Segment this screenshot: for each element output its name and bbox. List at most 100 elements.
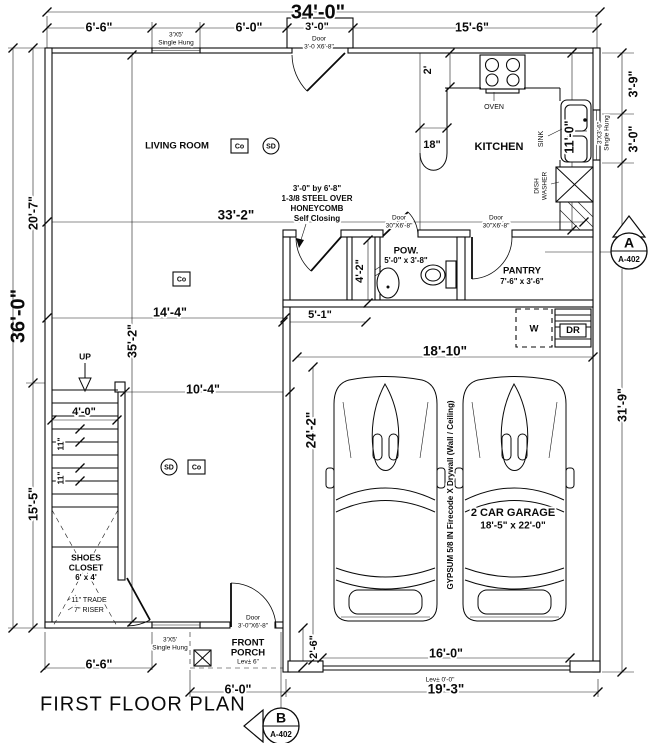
dimension-lines bbox=[8, 11, 634, 697]
dishwasher-label-1: DISH bbox=[534, 178, 541, 194]
room-powder-size: 5'-0" x 3'-8" bbox=[384, 256, 428, 265]
smoke-detector-label: SD bbox=[266, 143, 276, 150]
powder-fixtures bbox=[374, 260, 457, 299]
dim-kitchen-length: 11'-0" bbox=[562, 120, 576, 153]
window-kitchen bbox=[592, 109, 601, 161]
window-kitchen-type: Single Hung bbox=[604, 115, 611, 151]
labels: 34'-0" 6'-6" 3'X5' Single Hung 6'-0" 3'-… bbox=[7, 0, 642, 715]
dishwasher-icon bbox=[555, 166, 594, 203]
room-powder: POW. bbox=[394, 246, 419, 257]
powder-door-size: 30"X6'-8" bbox=[386, 223, 414, 230]
stairs bbox=[51, 363, 119, 629]
powder-door bbox=[382, 211, 419, 237]
steel-garage-door bbox=[295, 236, 342, 272]
dim-interior-height: 35'-2" bbox=[125, 324, 139, 358]
dim-garage-door: 16'-0" bbox=[429, 646, 463, 660]
dim-bottom-left: 6'-6" bbox=[86, 657, 113, 671]
dim-hall: 5'-1" bbox=[308, 309, 332, 321]
closet-size: 6' x 4' bbox=[75, 573, 97, 582]
room-garage-size: 18'-5" x 22'-0" bbox=[480, 521, 546, 532]
pantry-door bbox=[471, 236, 513, 280]
entry-vestibule bbox=[286, 17, 354, 49]
window-kitchen-size: 3'X3'-6" bbox=[597, 121, 604, 144]
section-b-sheet: A-402 bbox=[270, 730, 292, 739]
dim-top-door: 3'-0" bbox=[305, 21, 329, 33]
section-a-sheet: A-402 bbox=[618, 255, 640, 264]
section-a-letter: A bbox=[624, 235, 634, 251]
toilet-icon bbox=[420, 260, 457, 289]
dim-stair-landing: 10'-4" bbox=[186, 382, 220, 396]
steel-door-leader bbox=[296, 223, 307, 248]
front-door-size: 3'-0"X6'-8" bbox=[238, 623, 269, 630]
sink-label: SINK bbox=[538, 131, 545, 148]
detector-symbols: Co SD Co SD Co bbox=[160, 137, 280, 476]
steel-door-note-2: 1-3/8 STEEL OVER bbox=[282, 194, 353, 203]
garage bbox=[323, 376, 575, 671]
dim-living-mid: 14'-4" bbox=[153, 305, 187, 319]
dim-chase: 4'-2" bbox=[354, 259, 366, 283]
dim-tread-lower: 11" bbox=[55, 471, 65, 484]
co-detector-label: Co bbox=[192, 464, 201, 471]
entry-door-label: Door bbox=[312, 36, 327, 43]
dim-tread-upper: 11" bbox=[55, 437, 65, 450]
powder-door-label: Door bbox=[392, 215, 407, 222]
co-detector-icon bbox=[230, 138, 249, 154]
front-door bbox=[230, 582, 277, 629]
window-bottom-type: Single Hung bbox=[152, 645, 188, 652]
peninsula-counter bbox=[419, 152, 448, 171]
porch-level: Lev± 6" bbox=[237, 659, 259, 666]
dim-porch-width: 6'-0" bbox=[225, 682, 252, 696]
porch-label-1: FRONT bbox=[232, 638, 265, 649]
room-kitchen: KITCHEN bbox=[475, 141, 524, 153]
dim-stair-width: 4'-0" bbox=[72, 406, 96, 418]
dim-garage-depth: 24'-2" bbox=[304, 412, 319, 449]
washer-label: W bbox=[530, 324, 539, 335]
dim-counter-depth: 2' bbox=[422, 65, 434, 74]
room-living: LIVING ROOM bbox=[145, 141, 209, 152]
dim-garage-width: 18'-10" bbox=[423, 344, 467, 359]
oven-label: OVEN bbox=[484, 104, 504, 111]
dishwasher-label-2: WASHER bbox=[542, 172, 549, 201]
dim-right-lower: 31'-9" bbox=[615, 388, 629, 422]
room-pantry-size: 7'-6" x 3'-6" bbox=[500, 277, 544, 286]
stairs-riser-note: 7" RISER bbox=[74, 607, 104, 614]
section-b-letter: B bbox=[276, 710, 286, 726]
dim-step: 2'-6" bbox=[308, 635, 320, 659]
closet-name-2: CLOSET bbox=[69, 562, 104, 572]
dimension-ticks bbox=[7, 6, 628, 698]
dim-right-upper: 3'-9" bbox=[626, 70, 640, 97]
closet-door bbox=[126, 577, 151, 627]
window-bottom-size: 3'X5' bbox=[163, 637, 177, 644]
dim-left-lower: 15'-5" bbox=[26, 487, 40, 521]
entry-door-size: 3'-0 X6'-8" bbox=[304, 44, 334, 51]
page-title: FIRST FLOOR PLAN bbox=[40, 693, 246, 715]
stairs-tread-note: 11" TRADE bbox=[71, 597, 107, 604]
garage-level: Lev± 0'-0" bbox=[426, 677, 455, 684]
dryer-box bbox=[554, 308, 592, 348]
porch-label-2: PORCH bbox=[231, 648, 265, 659]
co-detector-icon bbox=[172, 271, 191, 287]
co-detector-label: Co bbox=[177, 276, 186, 283]
window-top-size: 3'X5' bbox=[169, 32, 183, 39]
dim-peninsula: 18" bbox=[423, 139, 440, 151]
front-porch bbox=[189, 632, 283, 669]
co-detector-label: Co bbox=[235, 143, 244, 150]
gypsum-note: GYPSUM 5/8 IN Firecode X Drywall (Wall /… bbox=[446, 400, 455, 589]
steel-door-note-1: 3'-0" by 6'-8" bbox=[293, 184, 342, 193]
washer-box bbox=[515, 308, 553, 348]
doors bbox=[126, 52, 513, 629]
dim-top-overall: 34'-0" bbox=[291, 1, 345, 23]
dim-top-right: 15'-6" bbox=[455, 20, 489, 34]
dim-left-upper: 20'-7" bbox=[26, 196, 40, 230]
windows bbox=[151, 47, 601, 629]
front-door-label: Door bbox=[246, 615, 261, 622]
dim-left-overall: 36'-0" bbox=[7, 289, 29, 343]
dim-top-left: 6'-6" bbox=[86, 20, 113, 34]
window-top-type: Single Hung bbox=[158, 40, 194, 47]
up-arrow-icon bbox=[78, 363, 92, 393]
room-garage: 2 CAR GARAGE bbox=[471, 507, 555, 519]
entry-door bbox=[291, 52, 346, 92]
pantry-door-size: 30"X6'-8" bbox=[483, 223, 511, 230]
